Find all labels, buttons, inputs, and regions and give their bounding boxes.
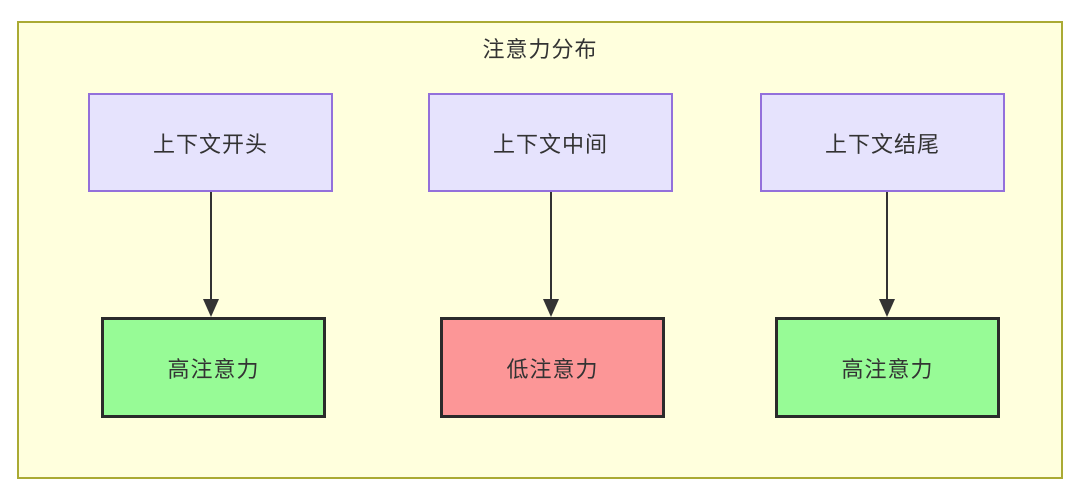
arrow-context-middle-to-low-attention	[540, 192, 562, 318]
node-label: 上下文开头	[152, 131, 268, 157]
node-label: 低注意力	[506, 356, 599, 382]
node-high-attention-end[interactable]: 高注意力	[775, 317, 1000, 418]
arrow-context-end-to-high-attention	[876, 192, 898, 318]
node-label: 上下文中间	[492, 131, 608, 157]
node-context-start[interactable]: 上下文开头	[88, 93, 333, 192]
node-context-middle[interactable]: 上下文中间	[428, 93, 673, 192]
arrow-context-start-to-high-attention	[200, 192, 222, 318]
node-low-attention-middle[interactable]: 低注意力	[440, 317, 665, 418]
node-label: 上下文结尾	[824, 131, 940, 157]
node-label: 高注意力	[841, 356, 934, 382]
node-high-attention-start[interactable]: 高注意力	[101, 317, 326, 418]
node-label: 高注意力	[167, 356, 260, 382]
subgraph-title: 注意力分布	[482, 37, 598, 62]
node-context-end[interactable]: 上下文结尾	[760, 93, 1005, 192]
